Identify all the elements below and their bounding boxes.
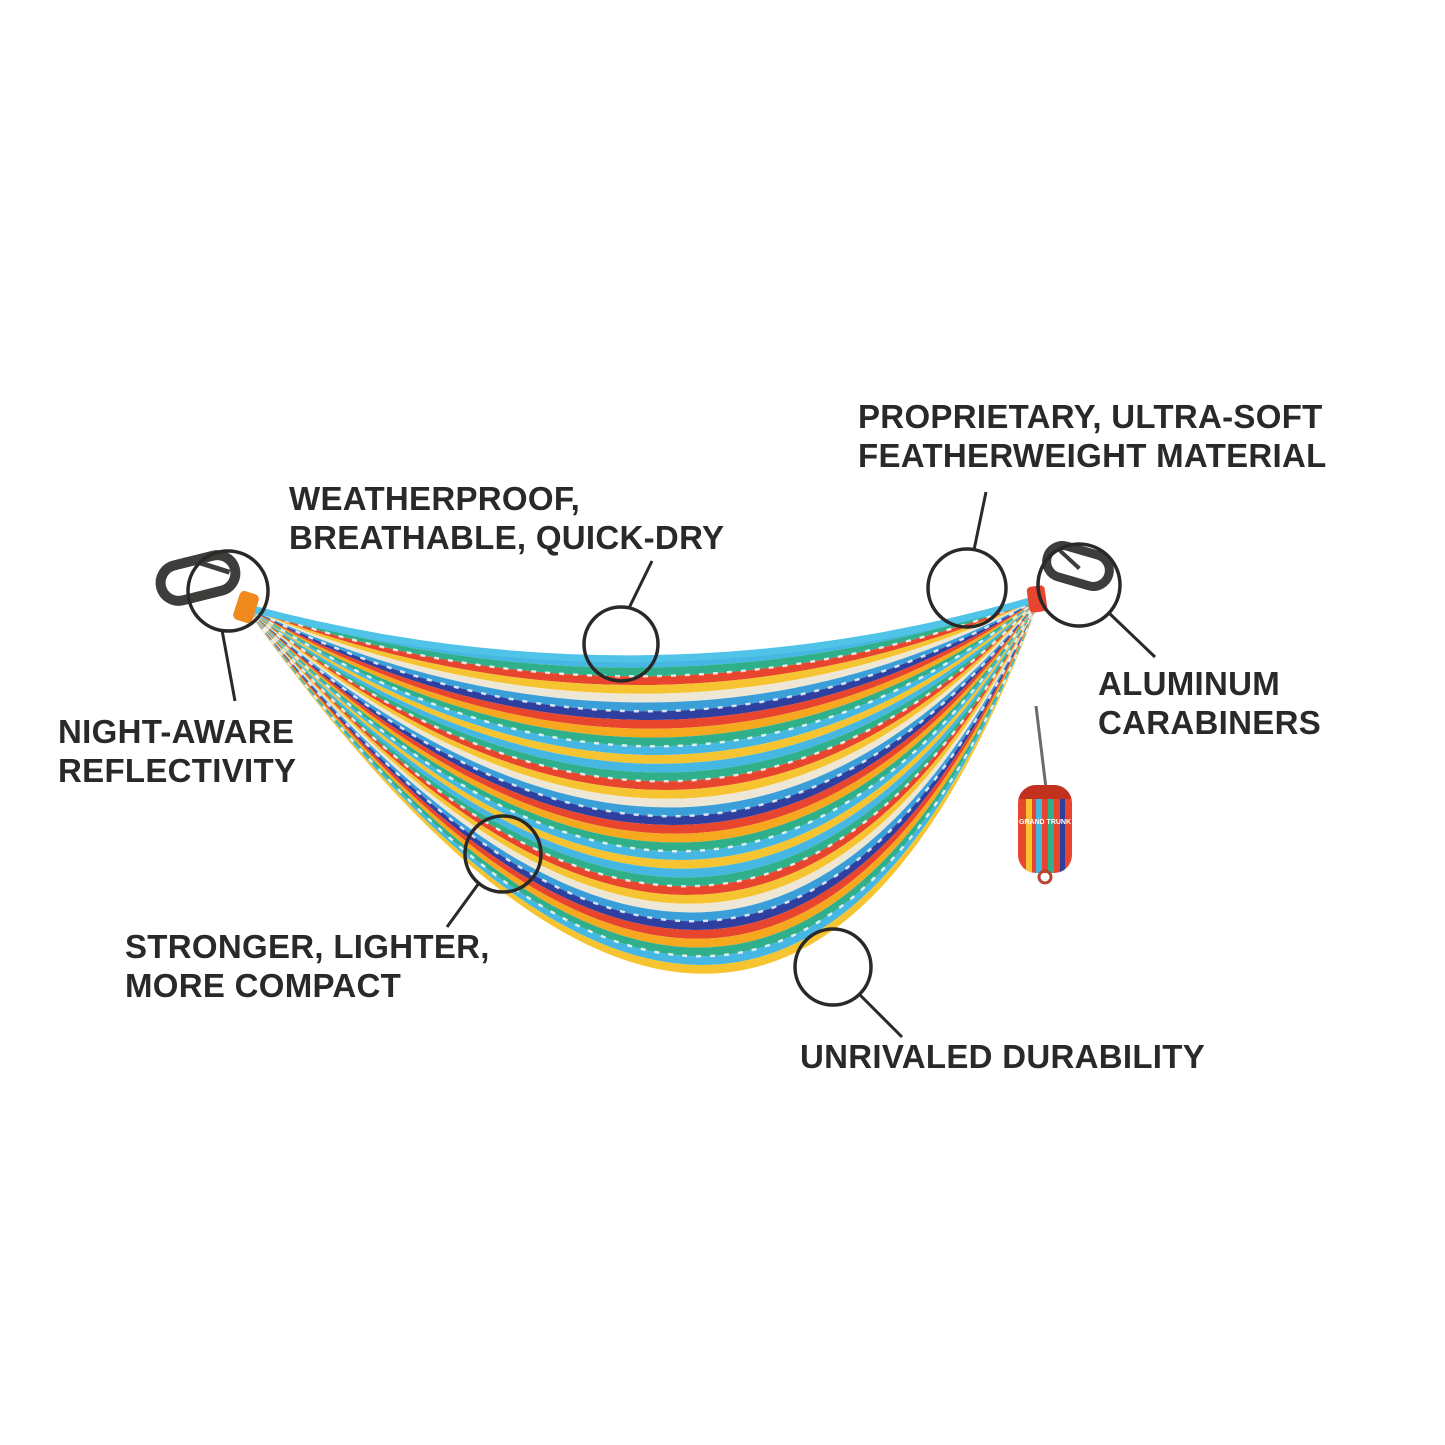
label-durability: UNRIVALED DURABILITY bbox=[800, 1038, 1205, 1077]
stuff-sack-loop bbox=[1037, 869, 1053, 885]
label-reflectivity-line-1: NIGHT-AWARE bbox=[58, 713, 295, 750]
hammock-pattern-accent bbox=[244, 597, 1042, 888]
hammock-stripe bbox=[245, 598, 1040, 747]
label-featherweight: PROPRIETARY, ULTRA-SOFT FEATHERWEIGHT MA… bbox=[858, 398, 1327, 476]
hammock-top-trim bbox=[244, 594, 1041, 663]
callout-circle-carabiners bbox=[1036, 542, 1122, 628]
hammock-stripe bbox=[245, 598, 1040, 764]
label-compact-line-2: MORE COMPACT bbox=[125, 966, 402, 1004]
hammock-pattern-accent bbox=[244, 597, 1042, 853]
label-durability-line-1: UNRIVALED DURABILITY bbox=[800, 1038, 1206, 1075]
hammock-stripe bbox=[245, 598, 1040, 677]
callout-line-durability bbox=[857, 992, 904, 1039]
callout-circle-durability bbox=[793, 927, 873, 1007]
label-compact: STRONGER, LIGHTER, MORE COMPACT bbox=[125, 928, 490, 1006]
hammock-stripe bbox=[245, 598, 1040, 694]
label-carabiners: ALUMINUM CARABINERS bbox=[1098, 665, 1321, 743]
label-weatherproof-line-2: BREATHABLE, QUICK-DRY bbox=[289, 518, 725, 556]
label-featherweight-line-1: PROPRIETARY, ULTRA-SOFT bbox=[858, 398, 1323, 435]
callout-circle-reflectivity bbox=[186, 549, 270, 633]
stuff-sack-label: GRAND TRUNK bbox=[1019, 819, 1071, 826]
label-reflectivity-line-2: REFLECTIVITY bbox=[58, 751, 297, 789]
label-weatherproof: WEATHERPROOF, BREATHABLE, QUICK-DRY bbox=[289, 480, 724, 558]
hammock-stripe bbox=[245, 598, 1040, 729]
callout-line-featherweight bbox=[972, 491, 988, 551]
hammock-stripe bbox=[245, 598, 1040, 756]
hammock-pattern-accent bbox=[244, 597, 1041, 748]
label-compact-line-1: STRONGER, LIGHTER, bbox=[125, 928, 490, 965]
callout-circle-compact bbox=[463, 814, 543, 894]
label-weatherproof-line-1: WEATHERPROOF, bbox=[289, 480, 581, 517]
hammock-stripe bbox=[245, 598, 1040, 738]
label-carabiners-line-1: ALUMINUM bbox=[1098, 665, 1281, 702]
hammock-pattern-accent bbox=[244, 597, 1041, 783]
callout-line-carabiners bbox=[1107, 611, 1157, 659]
hammock-stripe bbox=[245, 598, 1040, 773]
left-carabiner-icon bbox=[155, 550, 241, 606]
callout-circle-weatherproof bbox=[582, 605, 660, 683]
label-reflectivity: NIGHT-AWARE REFLECTIVITY bbox=[58, 713, 296, 791]
hammock-pattern-accent bbox=[244, 596, 1041, 678]
callout-line-reflectivity bbox=[220, 629, 237, 702]
callout-line-compact bbox=[445, 882, 481, 928]
label-featherweight-line-2: FEATHERWEIGHT MATERIAL bbox=[858, 436, 1327, 474]
hammock-body bbox=[243, 594, 1042, 974]
hammock-stripe bbox=[245, 598, 1040, 686]
stuff-sack: GRAND TRUNK bbox=[1018, 705, 1072, 885]
left-end-wrap bbox=[233, 590, 259, 624]
hammock-stripe bbox=[245, 598, 1040, 703]
callout-circle-featherweight bbox=[926, 547, 1008, 629]
hammock-pattern-accent bbox=[244, 597, 1041, 818]
right-carabiner-icon bbox=[1042, 541, 1114, 591]
hammock-stripe bbox=[245, 598, 1040, 721]
label-carabiners-line-2: CARABINERS bbox=[1098, 703, 1322, 741]
callout-line-weatherproof bbox=[627, 560, 654, 609]
